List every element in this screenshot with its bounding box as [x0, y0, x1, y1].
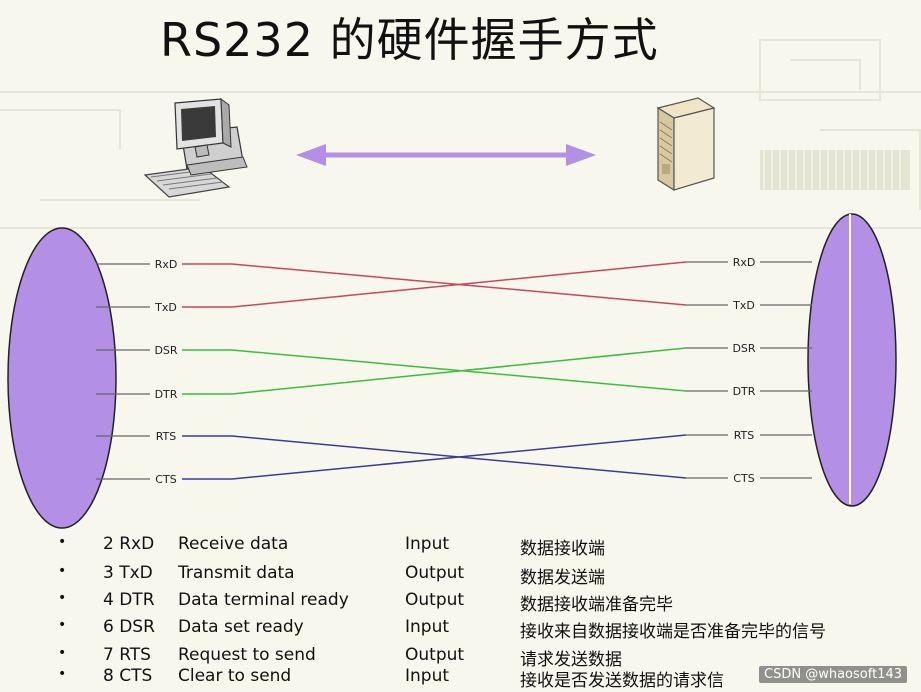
legend-desc: Request to send — [178, 645, 316, 665]
legend-desc: Clear to send — [178, 666, 292, 686]
legend-desc: Receive data — [178, 534, 289, 554]
right-pin-label: CTS — [733, 472, 754, 485]
right-pin-label: DTR — [733, 385, 756, 398]
legend-cn: 数据接收端 — [520, 539, 605, 559]
legend-desc: Data set ready — [178, 617, 304, 637]
legend-bullet: • — [58, 563, 67, 579]
legend-pin: 4 DTR — [103, 590, 155, 610]
left-pin-label: CTS — [155, 473, 176, 486]
legend-cn: 数据发送端 — [520, 568, 605, 588]
legend-dir: Output — [405, 645, 465, 665]
right-pin-label: DSR — [732, 342, 755, 355]
legend-desc: Data terminal ready — [178, 590, 349, 610]
legend-cn: 接收来自数据接收端是否准备完毕的信号 — [520, 622, 826, 642]
right-pin-label: RTS — [734, 429, 755, 442]
legend-bullet: • — [58, 534, 67, 550]
left-pin-label: RTS — [156, 430, 177, 443]
legend-pin: 8 CTS — [103, 666, 153, 686]
legend-dir: Input — [405, 534, 450, 554]
left-pin-label: DSR — [154, 344, 177, 357]
crossover-wire — [231, 347, 687, 395]
left-pin-label: DTR — [155, 388, 178, 401]
left-pin-label: RxD — [155, 258, 178, 271]
server-tower-icon — [656, 97, 716, 192]
legend-desc: Transmit data — [178, 563, 295, 583]
legend-dir: Output — [405, 590, 465, 610]
right-connector — [807, 213, 897, 507]
legend-bullet: • — [58, 666, 67, 682]
legend-pin: 2 RxD — [103, 534, 155, 554]
crossover-wire — [231, 434, 687, 480]
page-title: RS232 的硬件握手方式 — [160, 13, 659, 67]
legend-bullet: • — [58, 590, 67, 606]
legend-bullet: • — [58, 617, 67, 633]
desktop-computer-icon — [143, 97, 248, 198]
legend-pin: 7 RTS — [103, 645, 151, 665]
legend-pin: 6 DSR — [103, 617, 155, 637]
legend-dir: Output — [405, 563, 465, 583]
watermark: CSDN @whaosoft143 — [759, 666, 907, 683]
legend-cn: 接收是否发送数据的请求信 — [520, 671, 724, 691]
legend-cn: 数据接收端准备完毕 — [520, 595, 673, 615]
left-pin-label: TxD — [154, 301, 177, 314]
legend-pin: 3 TxD — [103, 563, 153, 583]
legend-dir: Input — [405, 666, 450, 686]
legend-bullet: • — [58, 645, 67, 661]
crossover-wire — [231, 261, 687, 308]
left-connector — [7, 227, 117, 529]
right-pin-label: RxD — [733, 256, 756, 269]
right-pin-label: TxD — [732, 299, 755, 312]
legend-cn: 请求发送数据 — [520, 650, 622, 670]
legend-dir: Input — [405, 617, 450, 637]
